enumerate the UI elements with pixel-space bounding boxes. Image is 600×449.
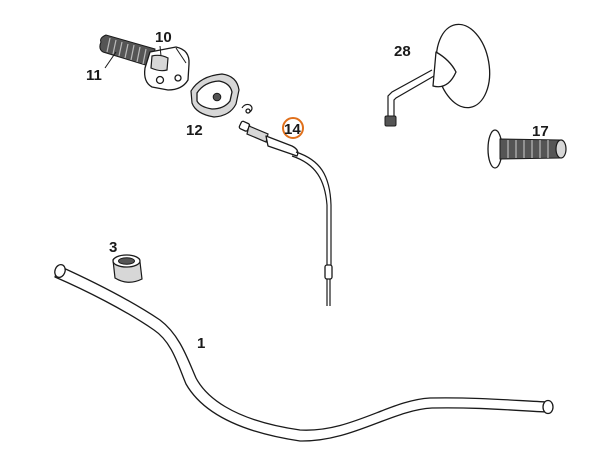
mirror-part[interactable] [384, 20, 496, 127]
left-grip-ribbing [507, 140, 549, 158]
part-labels: 1 3 10 11 12 14 17 28 [86, 29, 549, 352]
label-part-1[interactable]: 1 [197, 335, 205, 352]
highlight-ring [282, 117, 304, 139]
throttle-grip-part[interactable] [99, 34, 156, 68]
housing-cover-part[interactable] [190, 73, 253, 118]
throttle-housing-part[interactable] [144, 46, 190, 91]
grip-ribbing [106, 37, 147, 65]
label-part-28[interactable]: 28 [394, 43, 411, 60]
leader-lines [104, 45, 162, 69]
left-grip-part[interactable] [487, 129, 567, 169]
label-part-3[interactable]: 3 [109, 239, 117, 256]
label-part-12[interactable]: 12 [186, 122, 203, 139]
handlebar-part[interactable] [53, 263, 554, 442]
throttle-cable-part[interactable] [238, 120, 333, 306]
label-part-11[interactable]: 11 [86, 67, 102, 84]
label-part-17[interactable]: 17 [532, 123, 549, 140]
clamp-bushing-part[interactable] [112, 254, 143, 283]
label-part-10[interactable]: 10 [155, 29, 172, 46]
label-part-14[interactable]: 14 [284, 121, 301, 138]
